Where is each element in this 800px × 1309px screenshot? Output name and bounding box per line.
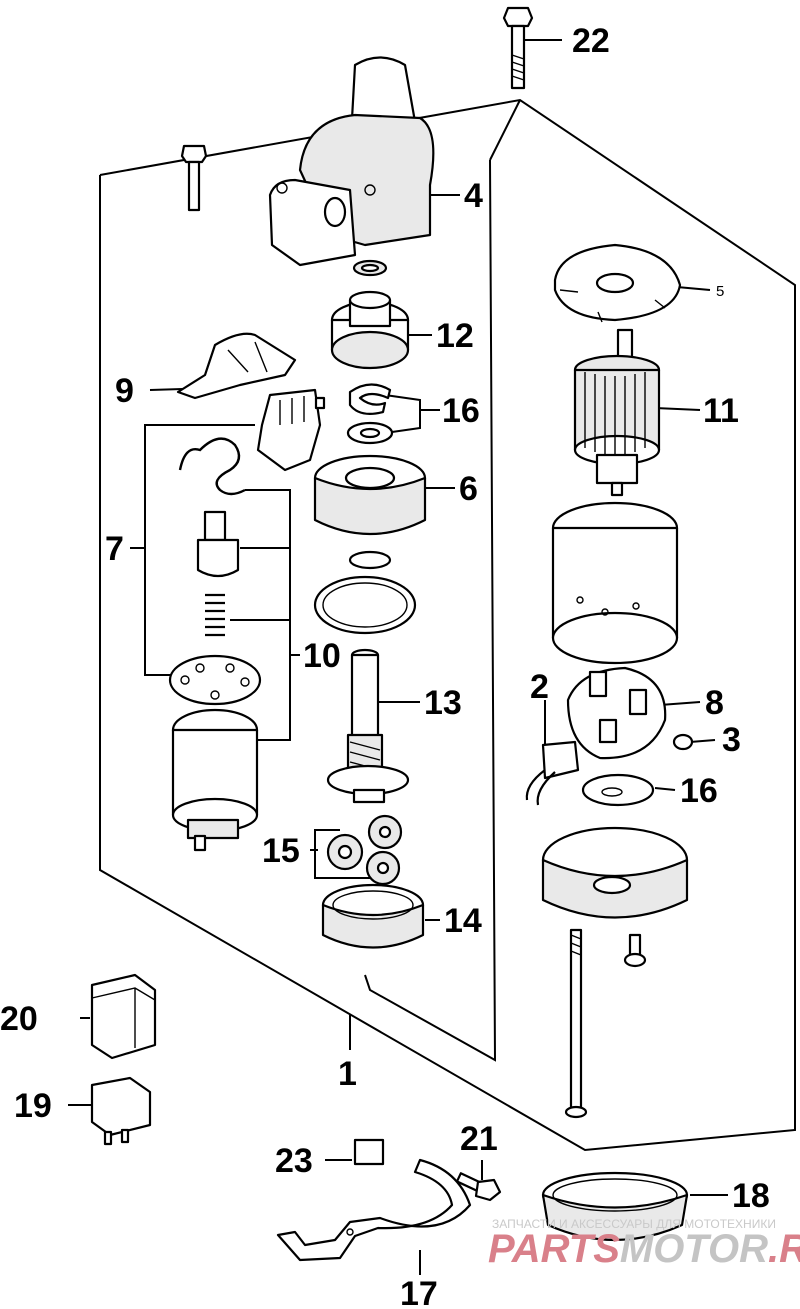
callout-16-lower: 16	[680, 772, 718, 810]
watermark-brand-motor: MOTOR	[620, 1227, 768, 1271]
assembly-frame	[99, 98, 796, 1152]
callout-23: 23	[275, 1142, 313, 1180]
callout-16-upper: 16	[442, 392, 480, 430]
watermark-caption: ЗАПЧАСТИ И АКСЕССУАРЫ ДЛЯ МОТОТЕХНИКИ	[492, 1217, 776, 1231]
part-8-brush-holder	[566, 666, 667, 760]
part-10-gasket	[168, 654, 262, 706]
part-rear-cover	[541, 826, 689, 919]
part-17-bracket	[276, 1158, 472, 1262]
part-2-lead-wire	[525, 740, 580, 806]
watermark: ЗАПЧАСТИ И АКСЕССУАРЫ ДЛЯ МОТОТЕХНИКИ PA…	[488, 1217, 800, 1271]
part-3-screw	[672, 733, 694, 751]
part-18-clamp-ring	[541, 1171, 689, 1242]
callout-5: 5	[716, 283, 724, 300]
part-10-plunger	[196, 510, 240, 578]
part-19-relay	[90, 1076, 152, 1146]
part-housing-bolt	[180, 144, 208, 212]
part-13-output-shaft	[326, 648, 410, 804]
part-9-shift-lever	[176, 332, 297, 400]
part-14-internal-gear	[321, 883, 425, 949]
callout-4: 4	[464, 177, 483, 215]
part-5-plate	[553, 243, 682, 323]
callout-1: 1	[338, 1055, 357, 1093]
part-4-front-housing	[268, 56, 435, 277]
part-12-pinion	[330, 290, 410, 370]
part-gasket-ring	[313, 575, 417, 635]
callout-21: 21	[460, 1120, 498, 1158]
part-yoke	[551, 501, 679, 665]
part-16-clip-washer	[346, 383, 394, 445]
part-6-planetary-housing	[313, 454, 427, 570]
part-10-solenoid-body	[171, 708, 259, 852]
part-10-spring-wire	[178, 437, 246, 496]
part-11-armature	[573, 328, 661, 497]
part-10-spring	[205, 593, 225, 637]
part-22-bolt	[502, 6, 534, 90]
part-16-washer-small	[581, 773, 655, 807]
part-15-planet-gears	[326, 814, 403, 886]
callout-19: 19	[14, 1087, 52, 1125]
callout-22: 22	[572, 22, 610, 60]
part-23-clip	[353, 1138, 385, 1166]
part-7-solenoid-terminal	[256, 388, 326, 472]
watermark-brand-ru: .RU	[768, 1227, 800, 1271]
callout-11: 11	[703, 392, 739, 430]
callout-15: 15	[262, 832, 300, 870]
callout-6: 6	[459, 470, 478, 508]
callout-17: 17	[400, 1275, 438, 1309]
parts	[90, 6, 694, 1262]
part-through-bolt	[564, 928, 588, 1119]
callout-2: 2	[530, 668, 549, 706]
callout-9: 9	[115, 372, 134, 410]
callout-12: 12	[436, 317, 474, 355]
callout-13: 13	[424, 684, 462, 722]
part-20-relay	[90, 973, 157, 1060]
watermark-brand: PARTSMOTOR.RU	[488, 1227, 800, 1271]
callout-7: 7	[105, 530, 124, 568]
callout-labels: 22 4 5 12 9 16 11 6 7 10 2 8 13 3 16 15 …	[0, 22, 770, 1309]
callout-3: 3	[722, 721, 741, 759]
callout-8: 8	[705, 684, 724, 722]
callout-10: 10	[303, 637, 341, 675]
part-rear-screw	[623, 933, 647, 968]
callout-18: 18	[732, 1177, 770, 1215]
part-21-bolt	[455, 1172, 502, 1202]
callout-14: 14	[444, 902, 482, 940]
watermark-brand-parts: PARTS	[488, 1227, 620, 1271]
callout-20: 20	[0, 1000, 38, 1038]
